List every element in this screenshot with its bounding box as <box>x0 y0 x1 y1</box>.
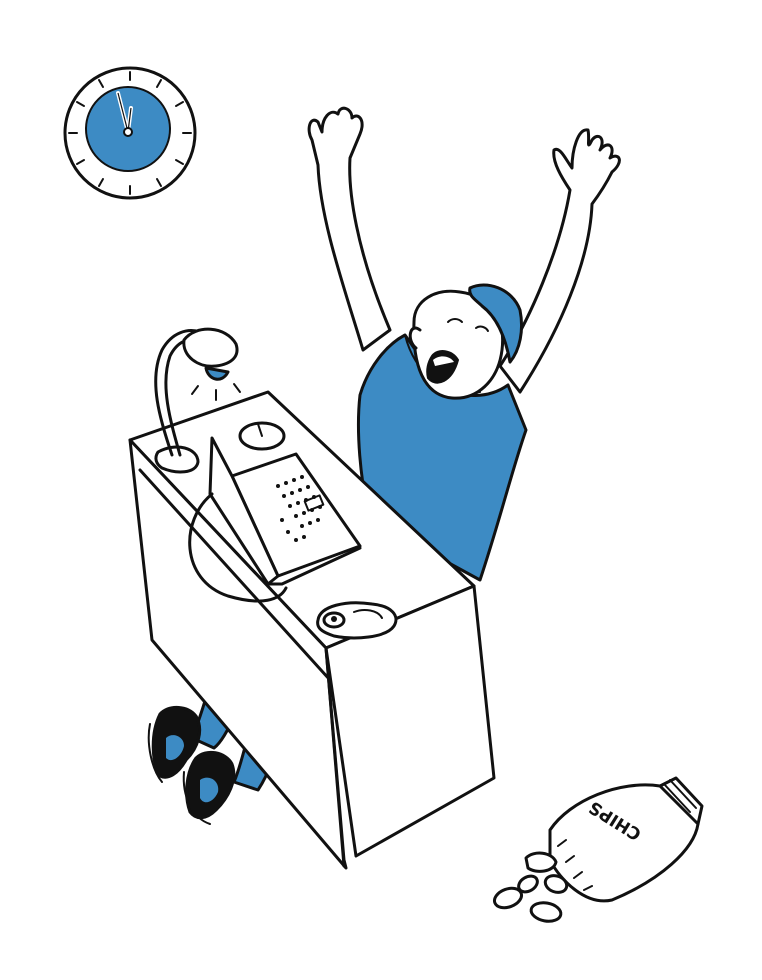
laptop <box>188 436 362 603</box>
man-left-arm <box>307 106 392 352</box>
snack-plate <box>316 601 398 640</box>
wall-clock <box>63 66 197 200</box>
clock-hands <box>116 91 133 137</box>
laptop-keys <box>276 475 322 542</box>
desk-lamp <box>154 327 241 474</box>
chips-bag: CHIPS <box>524 776 704 903</box>
clock-ticks <box>68 71 192 195</box>
man-ear <box>408 326 422 350</box>
computer-mouse <box>238 421 286 451</box>
man-right-arm <box>498 128 621 394</box>
man-hair <box>468 283 524 364</box>
lamp-bulb <box>204 366 230 381</box>
man-eyes <box>447 318 489 332</box>
spilled-chips <box>492 874 569 923</box>
laptop-cable <box>188 492 288 603</box>
man-head <box>408 283 524 400</box>
laptop-screen <box>208 436 280 586</box>
desk-right-leg <box>324 584 496 858</box>
